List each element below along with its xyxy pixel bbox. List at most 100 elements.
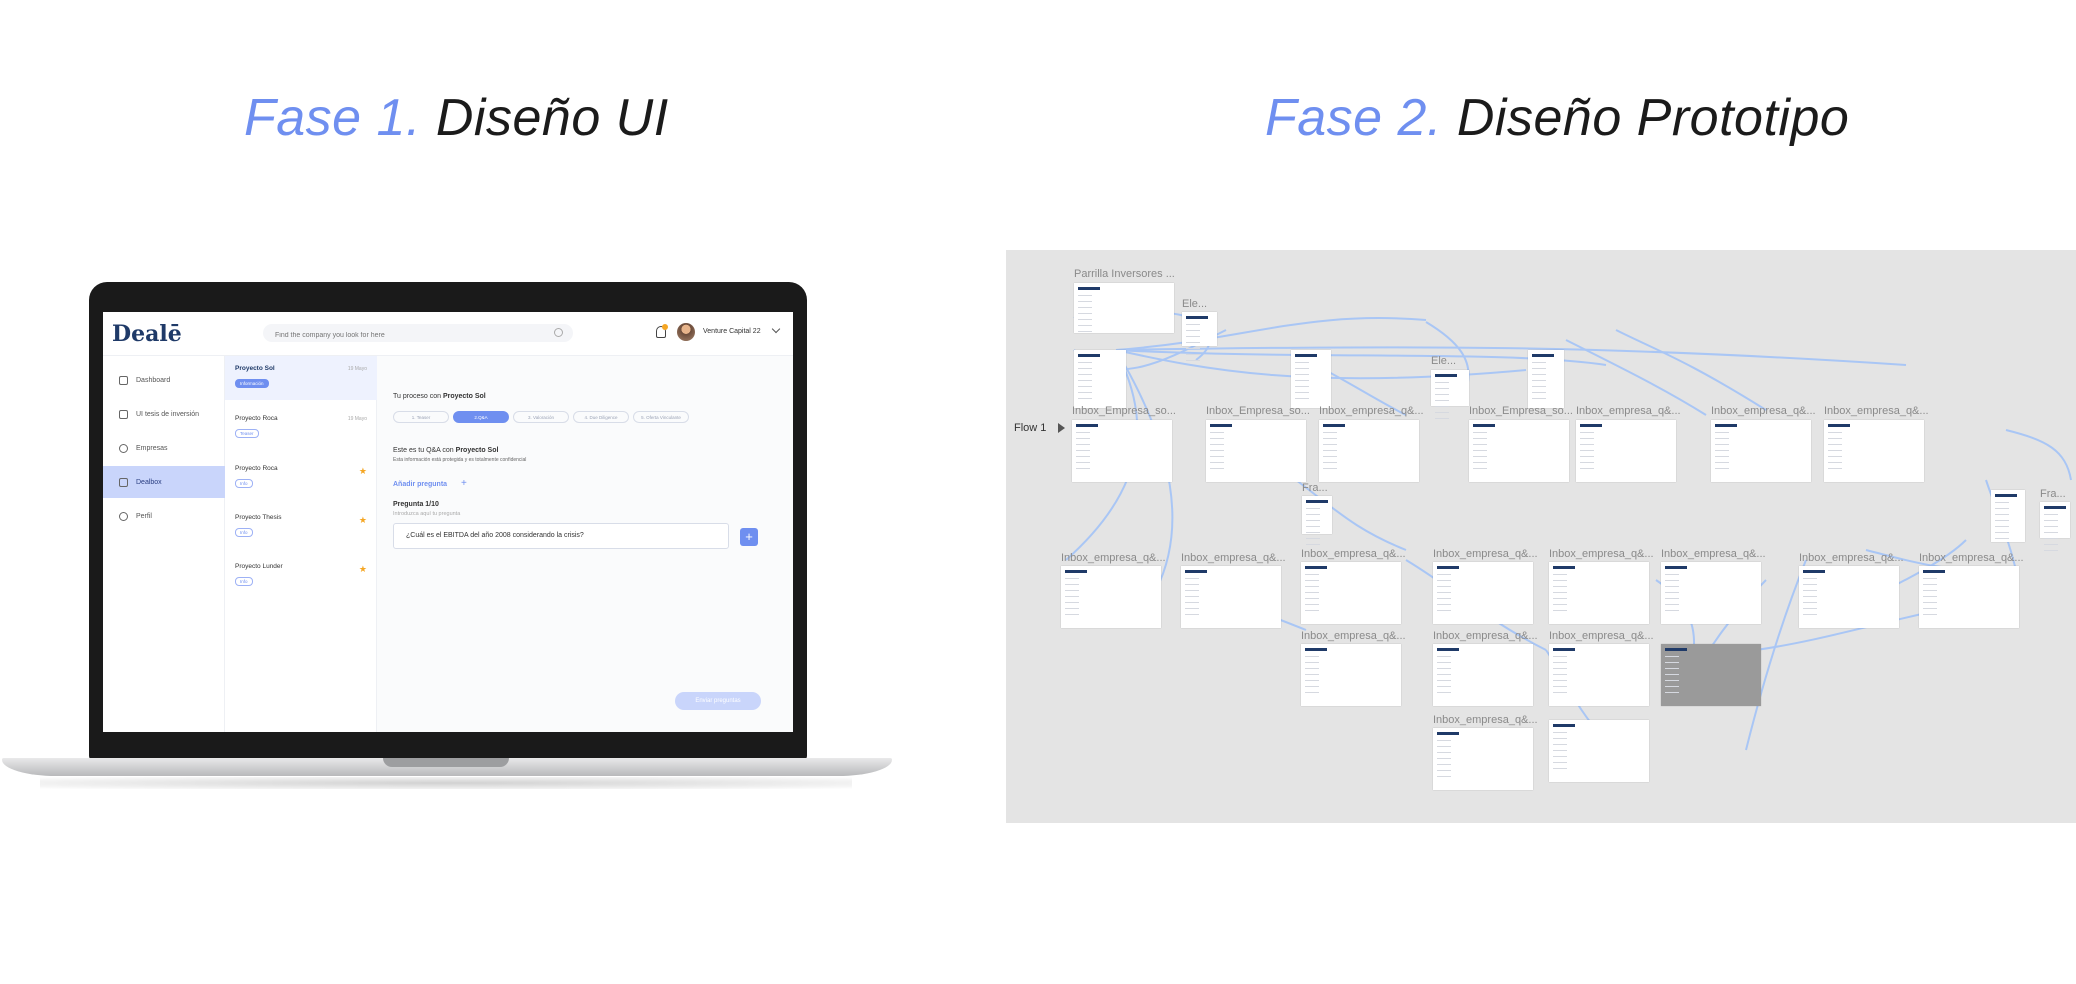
process-project: Proyecto Sol bbox=[442, 393, 486, 400]
star-icon[interactable]: ★ bbox=[358, 564, 367, 574]
frame-thumbnail[interactable] bbox=[1074, 283, 1174, 335]
frame-thumbnail[interactable] bbox=[1301, 562, 1401, 624]
frame-thumbnail[interactable] bbox=[1319, 420, 1419, 482]
frame-thumbnail[interactable] bbox=[1433, 644, 1533, 706]
sidebar-item-tesis[interactable]: UI tesis de inversión bbox=[103, 398, 225, 430]
project-name: Proyecto Lunder bbox=[235, 563, 283, 570]
frame-label: Inbox_empresa_q&... bbox=[1576, 405, 1681, 417]
frame-label: Fra... bbox=[1302, 482, 1328, 494]
project-list: Proyecto Sol Información 19 Mayo Proyect… bbox=[225, 356, 377, 742]
frame-thumbnail[interactable] bbox=[1431, 370, 1469, 422]
search-icon[interactable] bbox=[554, 328, 563, 337]
frame-thumbnail[interactable] bbox=[1433, 728, 1533, 790]
frame-thumbnail[interactable] bbox=[1919, 566, 2019, 628]
frame-thumbnail[interactable] bbox=[1711, 420, 1811, 482]
grid-icon bbox=[119, 375, 128, 385]
project-item-sol[interactable]: Proyecto Sol Información 19 Mayo bbox=[225, 356, 377, 400]
add-question-link[interactable]: Añadir pregunta bbox=[393, 481, 448, 488]
frame-thumbnail[interactable] bbox=[1661, 562, 1761, 624]
question-hint: Introduzca aquí tu pregunta bbox=[393, 511, 461, 517]
step-teaser[interactable]: 1. Teaser bbox=[393, 411, 449, 423]
star-icon[interactable]: ★ bbox=[358, 515, 367, 525]
frame-thumbnail[interactable] bbox=[1206, 420, 1306, 482]
qa-title-project: Proyecto Sol bbox=[455, 447, 499, 454]
status-badge: Información bbox=[235, 379, 269, 388]
star-icon[interactable]: ★ bbox=[358, 466, 367, 476]
process-title: Tu proceso con Proyecto Sol bbox=[393, 393, 486, 400]
sidebar-item-dashboard[interactable]: Dashboard bbox=[103, 364, 225, 396]
qa-title: Este es tu Q&A con Proyecto Sol bbox=[393, 447, 498, 454]
frame-thumbnail[interactable] bbox=[1528, 350, 1564, 408]
frame-thumbnail[interactable] bbox=[1182, 312, 1217, 364]
search-bar[interactable] bbox=[263, 324, 573, 345]
avatar[interactable] bbox=[677, 323, 695, 341]
frame-thumbnail[interactable] bbox=[1549, 562, 1649, 624]
flow-start-tag[interactable]: Flow 1 bbox=[1006, 419, 1064, 439]
frame-thumbnail[interactable] bbox=[1181, 566, 1281, 628]
frame-thumbnail[interactable] bbox=[1061, 566, 1161, 628]
frame-label: Inbox_empresa_q&... bbox=[1181, 552, 1286, 564]
chevron-down-icon[interactable] bbox=[771, 324, 781, 334]
frame-thumbnail[interactable] bbox=[1549, 644, 1649, 706]
send-questions-button[interactable]: Enviar preguntas bbox=[675, 692, 761, 710]
frame-label: Inbox_empresa_q&... bbox=[1549, 548, 1654, 560]
step-valoracion[interactable]: 3. Valoración bbox=[513, 411, 569, 423]
qa-title-prefix: Este es tu Q&A con bbox=[393, 447, 454, 454]
sidebar-item-label: UI tesis de inversión bbox=[136, 410, 200, 418]
app-header: Dealē Venture Capital 22 bbox=[103, 312, 793, 356]
sidebar-item-empresas[interactable]: Empresas bbox=[103, 432, 225, 464]
phase1-accent: Fase 1. bbox=[244, 89, 421, 147]
frame-label: Inbox_Empresa_so... bbox=[1072, 405, 1176, 417]
user-icon bbox=[119, 511, 128, 521]
prototype-canvas[interactable]: Parrilla Inversores ... Ele... Ele... Fl… bbox=[1006, 250, 2076, 823]
frame-thumbnail[interactable] bbox=[1072, 420, 1172, 482]
frame-thumbnail[interactable] bbox=[1661, 644, 1761, 706]
frame-thumbnail[interactable] bbox=[1991, 490, 2025, 542]
user-name[interactable]: Venture Capital 22 bbox=[703, 328, 761, 335]
frame-thumbnail[interactable] bbox=[1433, 562, 1533, 624]
frame-label: Inbox_Empresa_so... bbox=[1206, 405, 1310, 417]
deale-logo[interactable]: Dealē bbox=[112, 321, 182, 347]
sidebar-item-label: Dealbox bbox=[136, 478, 162, 486]
bell-icon[interactable] bbox=[656, 326, 666, 338]
frame-thumbnail[interactable] bbox=[2040, 502, 2070, 554]
frame-thumbnail[interactable] bbox=[1576, 420, 1676, 482]
search-input[interactable] bbox=[263, 326, 543, 345]
frame-label: Inbox_empresa_q&... bbox=[1799, 552, 1904, 564]
sidebar-item-label: Perfil bbox=[136, 512, 152, 520]
question-input[interactable]: ¿Cuál es el EBITDA del año 2008 consider… bbox=[393, 523, 729, 549]
project-date: 19 Mayo bbox=[347, 416, 367, 422]
project-name: Proyecto Thesis bbox=[235, 514, 282, 521]
step-due-diligence[interactable]: 4. Due Diligence bbox=[573, 411, 629, 423]
project-item-roca-2[interactable]: Proyecto Roca Info ★ bbox=[225, 456, 377, 500]
add-question-button[interactable]: + bbox=[740, 528, 758, 546]
project-name: Proyecto Roca bbox=[235, 415, 278, 422]
step-oferta[interactable]: 5. Oferta Vinculante bbox=[633, 411, 689, 423]
project-item-thesis[interactable]: Proyecto Thesis Info ★ bbox=[225, 505, 377, 549]
frame-thumbnail[interactable] bbox=[1469, 420, 1569, 482]
frame-thumbnail[interactable] bbox=[1302, 496, 1332, 548]
project-item-lunder[interactable]: Proyecto Lunder Info ★ bbox=[225, 554, 377, 598]
sidebar-item-dealbox[interactable]: Dealbox bbox=[103, 466, 225, 498]
play-icon[interactable] bbox=[1058, 423, 1065, 433]
status-badge: Info bbox=[235, 479, 253, 488]
frame-thumbnail[interactable] bbox=[1549, 720, 1649, 782]
project-name: Proyecto Roca bbox=[235, 465, 278, 472]
phase2-text: Diseño Prototipo bbox=[1441, 89, 1850, 147]
sidebar-item-perfil[interactable]: Perfil bbox=[103, 500, 225, 532]
qa-panel: Tu proceso con Proyecto Sol 1. Teaser 2.… bbox=[377, 356, 793, 742]
frame-thumbnail[interactable] bbox=[1799, 566, 1899, 628]
step-qa[interactable]: 2.Q&A bbox=[453, 411, 509, 423]
phase1-title: Fase 1. Diseño UI bbox=[244, 88, 669, 148]
frame-label: Inbox_empresa_q&... bbox=[1711, 405, 1816, 417]
chat-icon bbox=[119, 477, 128, 487]
laptop-shadow bbox=[40, 777, 852, 789]
process-steps: 1. Teaser 2.Q&A 3. Valoración 4. Due Dil… bbox=[393, 411, 689, 423]
frame-thumbnail[interactable] bbox=[1824, 420, 1924, 482]
screen-bezel-bottom bbox=[103, 732, 793, 742]
frame-thumbnail[interactable] bbox=[1074, 350, 1126, 408]
frame-thumbnail[interactable] bbox=[1291, 350, 1331, 408]
plus-icon[interactable]: + bbox=[461, 478, 467, 489]
project-item-roca[interactable]: Proyecto Roca Teaser 19 Mayo bbox=[225, 406, 377, 450]
frame-thumbnail[interactable] bbox=[1301, 644, 1401, 706]
